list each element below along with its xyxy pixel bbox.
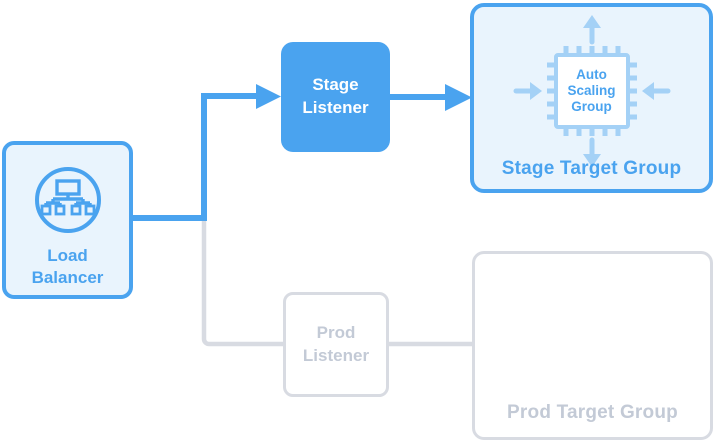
arrowhead-stage-listener [256,84,281,109]
prod-listener-node: Prod Listener [283,292,389,397]
stage-listener-label: Stage Listener [302,75,369,117]
arrowhead-stage-target-group [445,84,472,111]
auto-scaling-chip-icon: Auto Scaling Group [507,12,677,170]
load-balancer-label: Load Balancer [31,246,104,288]
stage-target-group-label: Stage Target Group [501,158,682,179]
load-balancer-network-icon [34,167,101,233]
edge-loadbalancer-to-stagelistener [133,84,281,221]
load-balancer-node: Load Balancer [2,141,133,299]
prod-target-group-label: Prod Target Group [507,402,678,423]
prod-listener-label: Prod Listener [302,322,370,365]
chip-glyph [513,15,670,167]
stage-listener-node: Stage Listener [281,42,390,152]
edge-loadbalancer-to-prodlistener [201,221,284,347]
stage-target-group-node: Auto Scaling Group Stage Target Group [470,3,713,193]
prod-target-group-node: Prod Target Group [472,251,713,440]
auto-scaling-group-label: Auto Scaling Group [567,67,616,114]
edge-stagelistener-to-stagetargetgroup [390,84,472,111]
